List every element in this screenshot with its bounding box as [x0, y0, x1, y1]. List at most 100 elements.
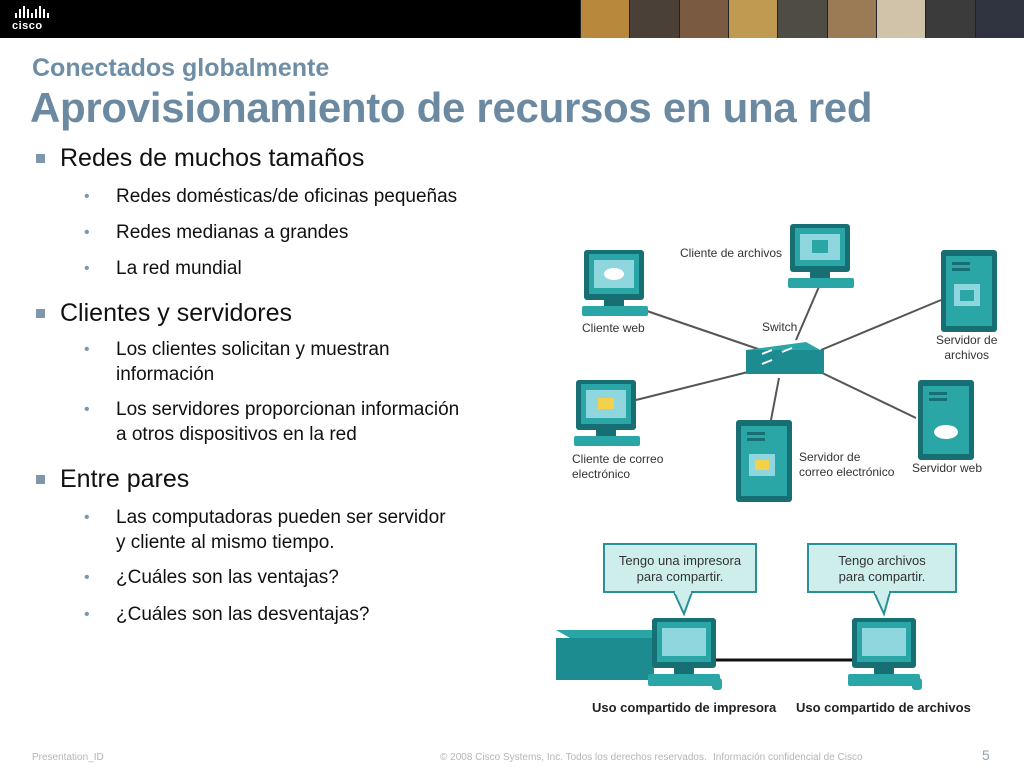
bullet-peer-to-peer: Entre pares [34, 463, 534, 495]
photo-tile [875, 0, 926, 38]
network-diagram: Tengo una impresora para compartir. Teng… [556, 210, 1024, 730]
photo-tile [629, 0, 679, 38]
dot-bullet-icon: • [84, 509, 90, 526]
sub-bullet-text: información [116, 364, 215, 385]
label-printer-sharing: Uso compartido de impresora [592, 700, 777, 715]
sub-bullet-text: Las computadoras pueden ser servidor [116, 507, 446, 528]
sub-bullet-text: Redes medianas a grandes [116, 222, 349, 243]
dot-bullet-icon: • [84, 188, 90, 205]
printer-bubble: Tengo una impresora para compartir. [603, 543, 757, 617]
link-file-client [795, 281, 822, 341]
dot-bullet-icon: • [84, 260, 90, 277]
footer-presentation-id: Presentation_ID [32, 752, 104, 763]
label-file-sharing: Uso compartido de archivos [796, 700, 971, 715]
cisco-logo: cisco [12, 6, 62, 34]
printer-bubble-line1: Tengo una impresora [619, 553, 742, 568]
sub-bullet: • Redes medianas a grandes [34, 220, 534, 245]
photo-tile [678, 0, 728, 38]
label-mail-server: Servidor de correo electrónico [799, 450, 894, 480]
file-client-pc [788, 224, 854, 288]
sub-bullet-text: La red mundial [116, 258, 242, 279]
folder-icon [812, 240, 828, 253]
label-file-client: Cliente de archivos [680, 246, 783, 260]
square-bullet-icon [36, 309, 45, 318]
label-file-server: Servidor de archivos [936, 333, 997, 363]
web-server [918, 380, 974, 460]
link-mail-client [635, 369, 757, 401]
slide-subtitle: Conectados globalmente [32, 54, 330, 82]
sub-bullet: • La red mundial [34, 256, 534, 281]
peer-pc-printer [648, 618, 722, 690]
peer-pc-files [848, 618, 922, 690]
dot-bullet-icon: • [84, 569, 90, 586]
cisco-bars-icon [15, 6, 62, 18]
envelope-icon [755, 460, 769, 470]
cloud-icon [934, 425, 958, 439]
sub-bullet-text: y cliente al mismo tiempo. [116, 532, 335, 553]
square-bullet-icon [36, 475, 45, 484]
photo-tile [974, 0, 1024, 38]
footer-copyright: © 2008 Cisco Systems, Inc. Todos los der… [440, 752, 707, 763]
file-server [941, 250, 997, 332]
dot-bullet-icon: • [84, 341, 90, 358]
sub-bullet: • Las computadoras pueden ser servidor y c… [34, 505, 534, 555]
files-bubble-line2: para compartir. [839, 569, 926, 584]
printer-bubble-line2: para compartir. [637, 569, 724, 584]
photo-tile [727, 0, 778, 38]
label-mail-client-line2: electrónico [572, 467, 631, 481]
switch-arrows-icon [761, 347, 793, 365]
link-mail-server [770, 377, 780, 421]
sub-bullet-text: Los clientes solicitan y muestran [116, 339, 390, 360]
label-mail-server-line2: correo electrónico [799, 465, 895, 479]
photo-tile [826, 0, 876, 38]
dot-bullet-icon: • [84, 224, 90, 241]
label-file-server-line2: archivos [944, 348, 990, 362]
switch-device [746, 342, 824, 374]
link-web-server [815, 369, 917, 419]
link-web-client [643, 309, 762, 351]
photo-tile [925, 0, 975, 38]
people-photo-strip [580, 0, 1024, 38]
square-bullet-icon [36, 154, 45, 163]
label-mail-server-line1: Servidor de [799, 450, 861, 464]
header-banner: cisco [0, 0, 1024, 38]
mail-server [736, 420, 792, 502]
label-mail-client: Cliente de correo electrónico [572, 452, 663, 482]
network-diagram-svg: Tengo una impresora para compartir. Teng… [556, 224, 997, 690]
bullet-label: Clientes y servidores [60, 299, 293, 327]
sub-bullet-text: Redes domésticas/de oficinas pequeñas [116, 186, 458, 207]
link-file-server [820, 299, 942, 351]
sub-bullet: • ¿Cuáles son las desventajas? [34, 602, 534, 627]
photo-tile [777, 0, 827, 38]
sub-bullet-text: ¿Cuáles son las desventajas? [116, 604, 370, 625]
bullet-list: Redes de muchos tamaños • Redes doméstica… [34, 142, 534, 627]
label-web-client: Cliente web [582, 321, 645, 335]
cisco-logo-text: cisco [12, 20, 43, 32]
label-web-server: Servidor web [912, 461, 983, 475]
files-bubble-line1: Tengo archivos [838, 553, 926, 568]
footer-confidential: Información confidencial de Cisco [713, 752, 863, 763]
mail-client-pc [574, 380, 640, 446]
label-mail-client-line1: Cliente de correo [572, 452, 664, 466]
bullet-network-sizes: Redes de muchos tamaños [34, 142, 534, 174]
folder-icon [960, 290, 974, 301]
web-client-pc [582, 250, 648, 316]
sub-bullet: • Redes domésticas/de oficinas pequeñas [34, 184, 534, 209]
cloud-icon [604, 268, 624, 280]
photo-tile [580, 0, 630, 38]
bullet-label: Redes de muchos tamaños [60, 144, 365, 172]
dot-bullet-icon: • [84, 401, 90, 418]
page-number: 5 [982, 747, 990, 763]
label-file-server-line1: Servidor de [936, 333, 998, 347]
bullet-clients-servers: Clientes y servidores [34, 297, 534, 329]
sub-bullet: • Los clientes solicitan y muestran inform… [34, 337, 534, 387]
sub-bullet-text: ¿Cuáles son las ventajas? [116, 567, 339, 588]
files-bubble: Tengo archivos para compartir. [807, 543, 957, 617]
sub-bullet: • ¿Cuáles son las ventajas? [34, 565, 534, 590]
sub-bullet: • Los servidores proporcionan información… [34, 397, 534, 447]
bullet-label: Entre pares [60, 465, 190, 493]
sub-bullet-text: a otros dispositivos en la red [116, 424, 357, 445]
envelope-icon [598, 398, 614, 409]
sub-bullet-text: Los servidores proporcionan información [116, 399, 460, 420]
dot-bullet-icon: • [84, 606, 90, 623]
